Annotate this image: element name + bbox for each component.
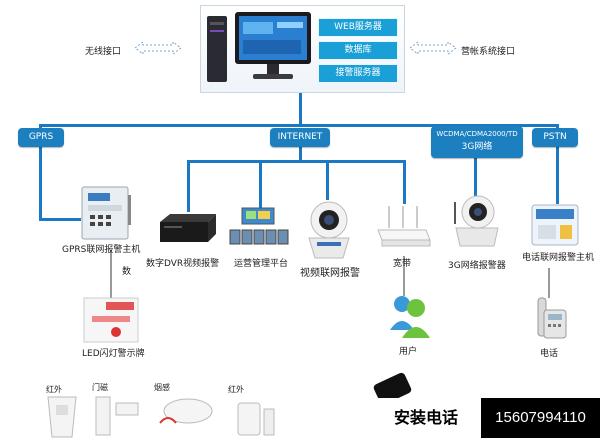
tag-3g-label: 3G网络 [461,142,493,152]
phonehost-to-phone [548,268,550,298]
user-icon [390,296,430,338]
dvr-icon [160,214,216,242]
tag-wcdma-label: WCDMA/CDMA2000/TD [436,130,518,138]
host-to-led [110,250,112,298]
contact-phone[interactable]: 15607994110 [481,398,600,438]
right-double-arrow [409,41,457,55]
g3-camera-icon [454,195,499,247]
sensor-infrared-2-label: 红外 [228,385,244,394]
internet-drop [299,137,302,162]
sensor-door: 门磁 [92,382,142,441]
phone-alarm-host-icon [531,204,579,246]
platform-icon [229,207,289,245]
sensor-door-label: 门磁 [92,383,108,392]
left-double-arrow [134,41,182,55]
router-icon [377,206,431,247]
broadband-to-user [403,256,405,296]
dvr-drop [187,160,190,212]
gprs-to-host [39,218,81,221]
shu-label: 数 [122,267,132,277]
tag-pstn: PSTN [532,128,578,147]
pstn-drop [556,124,559,204]
internet-branch [187,160,405,163]
door-sensor-icon [95,396,139,436]
dvr-label: 数字DVR视频报警 [146,259,220,269]
phone-label: 电话 [540,349,559,359]
trunk-horizontal [40,124,559,127]
sensor-infrared-1: 红外 [42,384,82,443]
telephone-icon [537,297,567,339]
billing-interface-label: 营帐系统接口 [461,47,516,57]
broadband-drop [403,160,406,204]
service-alarm-server: 接警服务器 [318,64,398,83]
g3-drop [474,126,477,196]
trunk-vertical [299,92,302,125]
service-database: 数据库 [318,41,398,60]
service-web: WEB服务器 [318,18,398,37]
led-sign-label: LED闪灯警示牌 [82,349,145,359]
infrared-sensor-icon [47,396,77,438]
broadband-label: 宽带 [393,259,412,269]
mobile-phone-icon [373,372,412,402]
g3-alarm-label: 3G网络报警器 [448,261,506,271]
gprs-alarm-host-icon [81,186,131,240]
gprs-alarm-host-label: GPRS联网报警主机 [62,245,141,255]
infrared-sensor-2-icon [237,402,275,436]
platform-label: 运营管理平台 [234,259,289,269]
sensor-smoke-label: 烟感 [154,383,170,392]
led-sign-icon [83,297,139,343]
gprs-drop [39,124,42,220]
platform-drop [259,160,262,208]
wireless-interface-label: 无线接口 [85,47,122,57]
phone-alarm-host-label: 电话联网报警主机 [522,253,595,263]
tag-internet: INTERNET [270,128,330,147]
user-label: 用户 [399,347,418,357]
video-drop [326,160,329,200]
tag-gprs: GPRS [18,128,64,147]
sensor-infrared-1-label: 红外 [46,385,62,394]
video-camera-icon [308,201,350,259]
tag-3g: WCDMA/CDMA2000/TD 3G网络 [431,126,523,158]
contact-label: 安装电话 [375,398,477,438]
server-computer-icon [207,12,311,82]
video-alarm-label: 视频联网报警 [300,268,360,279]
contact-bar: 安装电话 15607994110 [375,398,600,438]
sensor-smoke: 烟感 [154,382,214,441]
smoke-sensor-icon [159,398,213,424]
sensor-infrared-2: 红外 [228,384,278,443]
